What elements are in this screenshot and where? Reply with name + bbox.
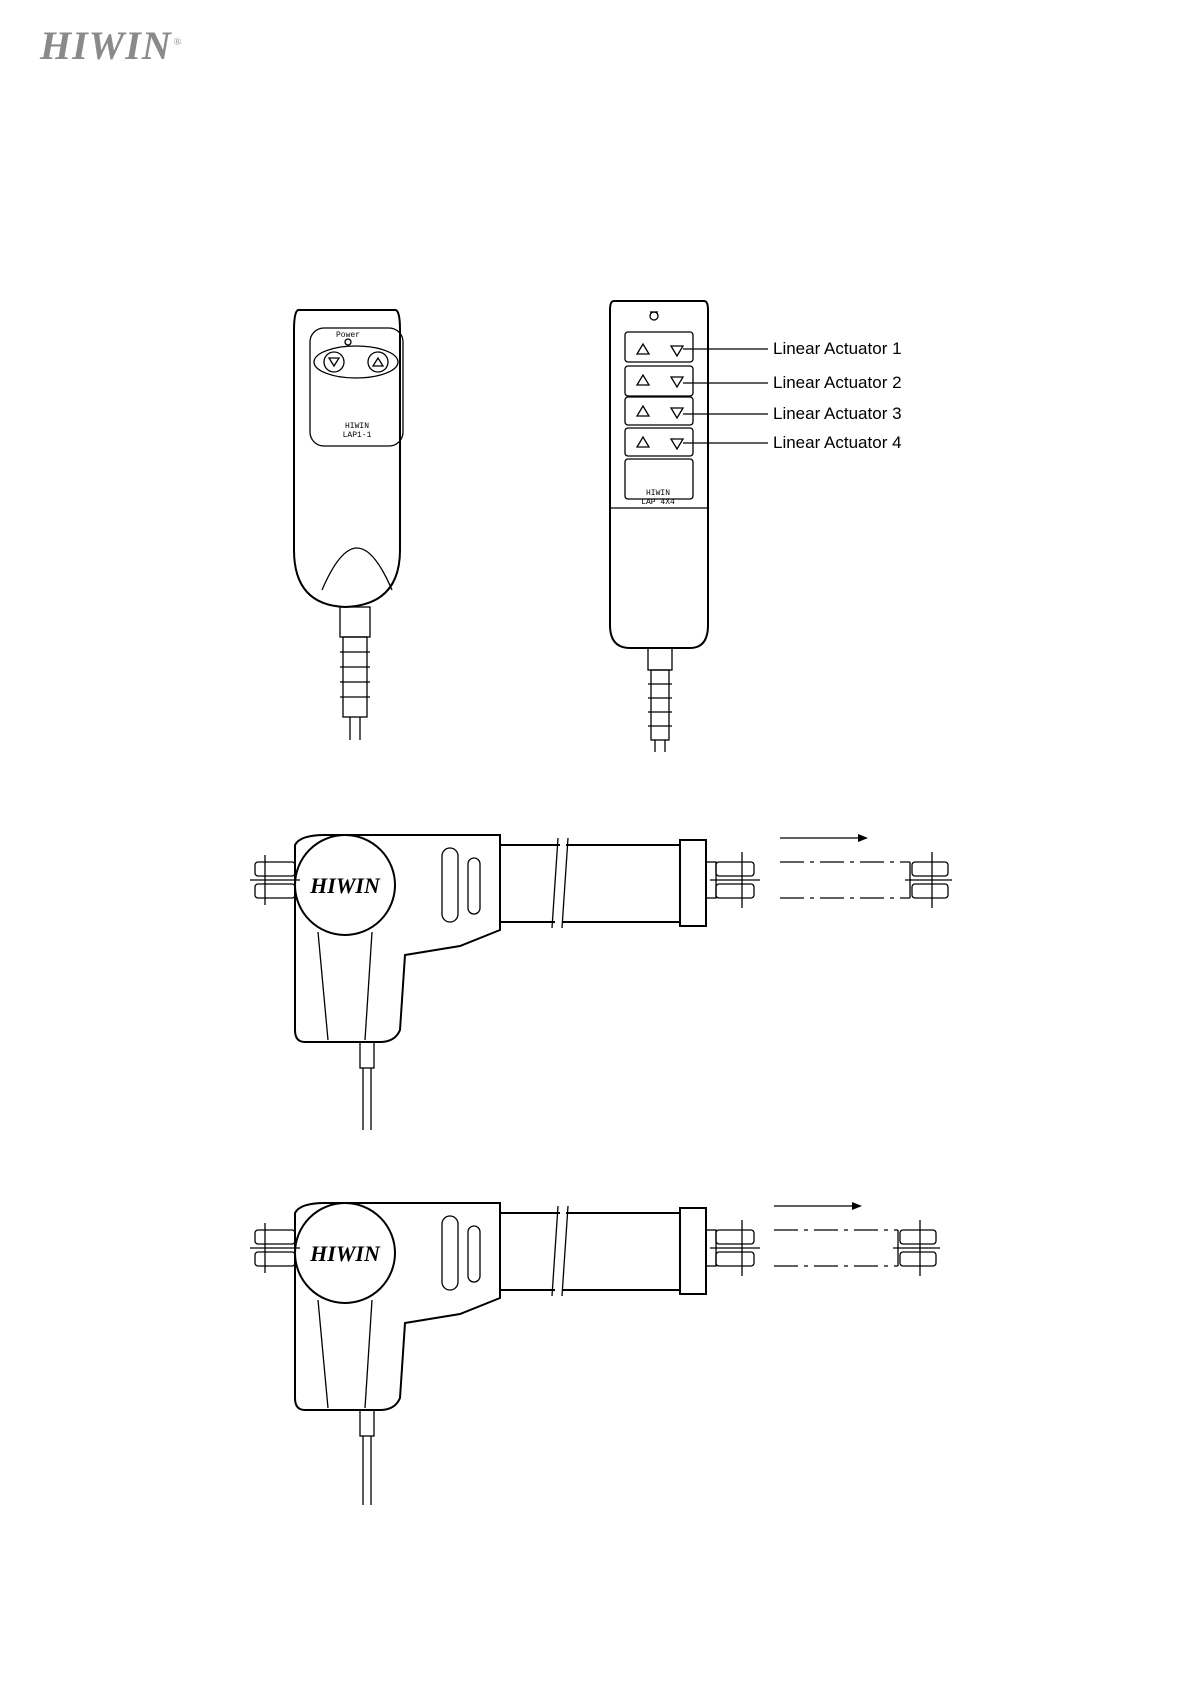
outer-tube: [500, 1213, 680, 1290]
arrow-head-icon: [858, 834, 868, 842]
down-arrow-icon: [671, 408, 683, 418]
cable-grip: [648, 670, 672, 752]
remote-single-notch: [322, 548, 392, 590]
channel-label-2: Linear Actuator 2: [773, 373, 902, 392]
actuator-brand: HIWIN: [309, 1241, 381, 1266]
channel-label-1: Linear Actuator 1: [773, 339, 902, 358]
vent-slot: [442, 1216, 458, 1290]
vent-slot: [442, 848, 458, 922]
housing-line: [365, 932, 372, 1040]
up-arrow-icon: [637, 437, 649, 447]
down-arrow-icon: [671, 346, 683, 356]
break-mark: [562, 838, 568, 928]
down-button[interactable]: [324, 352, 344, 372]
break-mark: [552, 1206, 558, 1296]
up-arrow-icon: [373, 358, 383, 366]
cable-strain-relief: [340, 607, 370, 637]
actuator-extending-bottom: HIWIN: [250, 1202, 940, 1505]
vent-slot: [468, 858, 480, 914]
front-clevis: [710, 852, 760, 908]
front-clevis: [710, 1220, 760, 1276]
housing-line: [318, 932, 328, 1040]
actuator-extending-top: HIWIN: [250, 834, 952, 1130]
down-arrow-icon: [329, 358, 339, 366]
power-led-icon: [650, 312, 658, 320]
tube-end-cap: [680, 840, 706, 926]
channel-3-button[interactable]: [625, 397, 693, 425]
vent-slot: [468, 1226, 480, 1282]
remote-single-model: LAP1-1: [343, 431, 372, 440]
cable-sleeve: [360, 1410, 374, 1436]
housing-line: [365, 1300, 372, 1408]
cable-strain-relief: [648, 648, 672, 670]
down-arrow-icon: [671, 439, 683, 449]
up-arrow-icon: [637, 406, 649, 416]
extended-clevis: [905, 852, 952, 908]
channel-buttons: [625, 332, 693, 499]
down-arrow-icon: [671, 377, 683, 387]
tube-end-cap: [680, 1208, 706, 1294]
extended-clevis: [893, 1220, 940, 1276]
break-mark: [562, 1206, 568, 1296]
remote-multi-channel: HIWIN LAP 4X4 Linear Actuator 1 Linear A…: [610, 301, 902, 752]
outer-tube: [500, 845, 680, 922]
channel-label-3: Linear Actuator 3: [773, 404, 902, 423]
break-mark: [552, 838, 558, 928]
up-button[interactable]: [368, 352, 388, 372]
arrow-head-icon: [852, 1202, 862, 1210]
rear-clevis: [250, 855, 300, 905]
rear-clevis: [250, 1223, 300, 1273]
actuator-brand: HIWIN: [309, 873, 381, 898]
remote-single-brand: HIWIN: [345, 422, 369, 431]
channel-2-button[interactable]: [625, 366, 693, 396]
up-arrow-icon: [637, 344, 649, 354]
housing-line: [318, 1300, 328, 1408]
remote-single-channel: Power HIWIN LAP1-1: [294, 310, 403, 740]
button-housing: [314, 346, 398, 378]
remote-multi-brand: HIWIN: [646, 489, 670, 498]
up-arrow-icon: [637, 375, 649, 385]
cable-grip: [340, 637, 370, 740]
channel-label-4: Linear Actuator 4: [773, 433, 902, 452]
remote-multi-model: LAP 4X4: [641, 498, 675, 507]
channel-4-button[interactable]: [625, 428, 693, 456]
cable-sleeve: [360, 1042, 374, 1068]
